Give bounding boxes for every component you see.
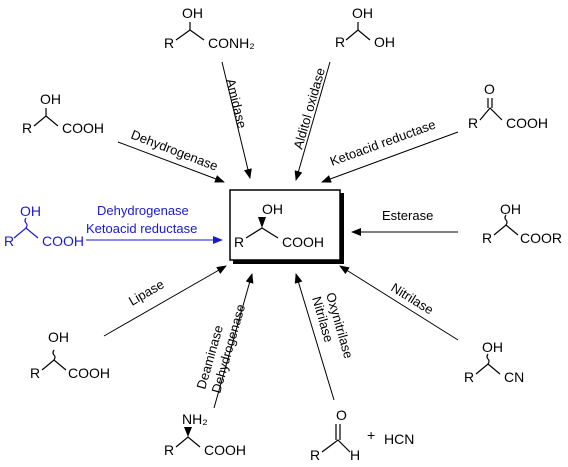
nitrile-oh: OH: [482, 339, 503, 355]
blue-acid-wavy: [24, 217, 28, 229]
center-box-shadow-bottom: [233, 260, 344, 264]
ester-molecule: OH R COOR: [482, 201, 562, 246]
center-cooh: COOH: [282, 234, 324, 250]
diol-r: R: [335, 34, 345, 50]
ketoacid-r: R: [468, 115, 478, 131]
ketoacid-bonds: [479, 98, 503, 121]
hcn: HCN: [384, 431, 414, 447]
label-ketoacid-reductase: Ketoacid reductase: [328, 117, 438, 169]
amino-acid-r: R: [164, 442, 174, 458]
blue-acid-cooh: COOH: [42, 233, 84, 249]
label-esterase: Esterase: [382, 208, 433, 223]
ester-r: R: [482, 230, 492, 246]
diol-bonds: [345, 22, 371, 41]
racemic-acid-molecule: OH R COOH: [30, 329, 110, 381]
hydroxy-left-r: R: [22, 120, 32, 136]
ester-coor: COOR: [520, 230, 562, 246]
center-r: R: [234, 234, 244, 250]
racemic-acid-oh: OH: [48, 329, 69, 345]
arrow-lipase: [103, 265, 227, 337]
amino-acid-molecule: NH₂ R COOH: [164, 411, 246, 458]
ester-oh: OH: [500, 201, 521, 217]
diol-oh1: OH: [352, 5, 373, 21]
center-box: [229, 189, 341, 261]
label-amidase: Amidase: [223, 77, 250, 130]
arrow-nitrilase: [339, 265, 459, 341]
amino-acid-cooh: COOH: [204, 442, 246, 458]
aldehyde-bonds: [321, 424, 351, 453]
aldehyde-r: R: [310, 447, 320, 463]
ester-wavy: [504, 214, 508, 226]
blue-acid-molecule: OH R COOH: [4, 203, 84, 249]
arrow-oxynitrilase: [294, 273, 335, 401]
racemic-acid-r: R: [30, 365, 40, 381]
arrow-amidase: [221, 61, 252, 179]
nitrile-wavy: [486, 353, 490, 365]
amino-acid-nh2: NH₂: [182, 411, 208, 427]
hydroxy-left-oh: OH: [40, 91, 61, 107]
center-wedge: [258, 217, 266, 228]
center-oh: OH: [262, 201, 283, 217]
arrow-dehydrogenase-top: [117, 141, 225, 183]
ester-bonds: [493, 224, 519, 236]
center-product: OH R COOH: [229, 189, 344, 264]
aldehyde-o: O: [336, 407, 347, 423]
aldehyde-molecule: O R H + HCN: [310, 407, 414, 463]
nitrile-r: R: [464, 369, 474, 385]
arrow-deaminase: [213, 273, 254, 409]
amide-r: R: [164, 35, 174, 51]
plus-sign: +: [367, 427, 375, 443]
ketoacid-o: O: [484, 81, 495, 97]
label-blue-dehydrogenase: Dehydrogenase: [97, 203, 189, 218]
amino-acid-wedge: [184, 427, 192, 437]
hydroxy-left-bonds: [33, 108, 59, 127]
label-alditol-oxidase: Alditol oxidase: [290, 66, 328, 151]
label-blue-ketoacid-reductase: Ketoacid reductase: [86, 221, 197, 236]
label-dehydrogenase-top: Dehydrogenase: [129, 127, 220, 174]
hydroxy-left-molecule: OH R COOH: [22, 91, 104, 136]
diol-molecule: OH R OH: [335, 5, 395, 50]
ketoacid-cooh: COOH: [506, 115, 548, 131]
racemic-acid-bonds: [41, 359, 67, 371]
center-box-shadow: [340, 193, 344, 263]
arrow-ketoacid-reductase: [321, 131, 459, 183]
racemic-acid-wavy: [52, 349, 56, 361]
diol-oh2: OH: [374, 34, 395, 50]
blue-acid-bonds: [13, 227, 39, 239]
blue-acid-oh: OH: [20, 203, 41, 219]
amide-oh: OH: [182, 5, 203, 21]
nitrile-bonds: [475, 363, 501, 375]
hydroxy-left-cooh: COOH: [62, 120, 104, 136]
blue-acid-r: R: [4, 233, 14, 249]
racemic-acid-cooh: COOH: [68, 365, 110, 381]
aldehyde-h: H: [350, 447, 360, 463]
amide-bonds: [175, 22, 205, 41]
nitrile-cn: CN: [504, 369, 524, 385]
amide-molecule: OH R CONH₂: [164, 5, 255, 51]
amide-conh2: CONH₂: [208, 35, 255, 51]
arrow-alditol-oxidase: [294, 61, 331, 181]
ketoacid-molecule: O R COOH: [468, 81, 548, 131]
nitrile-molecule: OH R CN: [464, 339, 524, 385]
amino-acid-bonds: [175, 436, 201, 448]
